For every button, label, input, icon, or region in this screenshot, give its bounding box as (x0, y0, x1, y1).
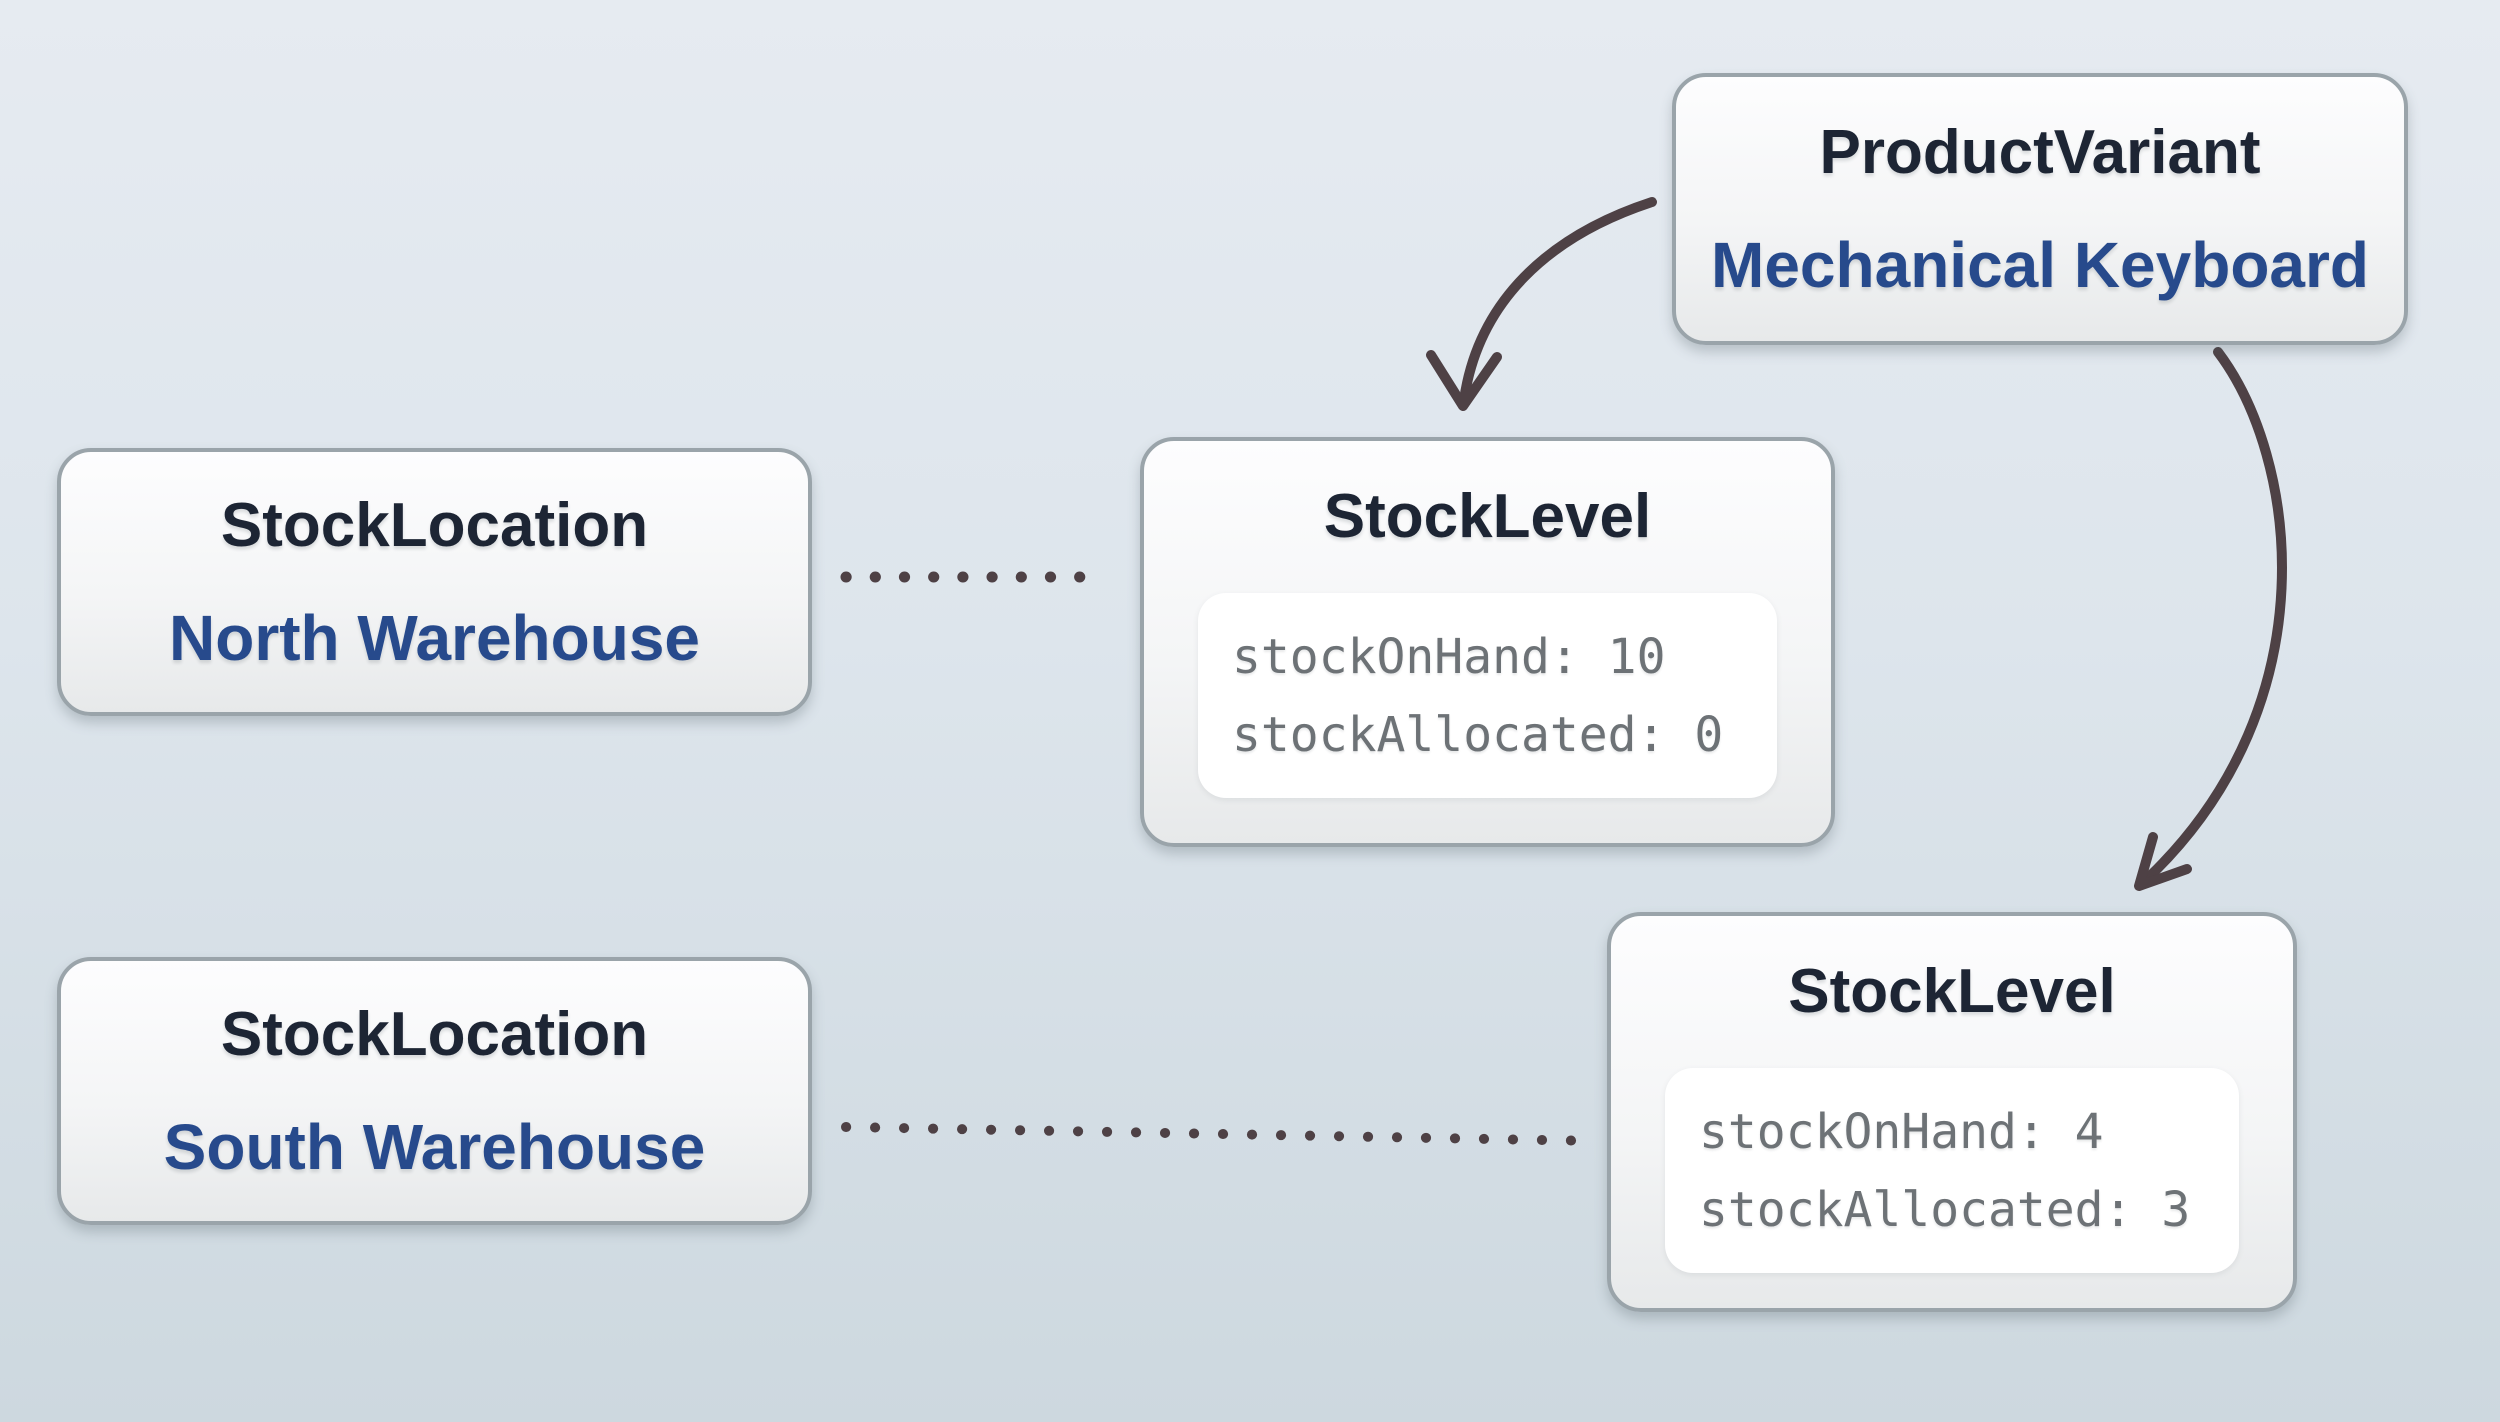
arrow-productvariant-to-stocklevel-north (1459, 197, 1657, 405)
stock-on-hand-line: stockOnHand: 4 (1699, 1103, 2104, 1160)
entity-type-label: StockLocation (220, 1000, 649, 1069)
stock-level-north-node: StockLevel stockOnHand: 10 stockAllocate… (1140, 437, 1835, 847)
stock-allocated-line: stockAllocated: 0 (1232, 706, 1724, 763)
arrowhead-stocklevel-north-icon (1426, 350, 1502, 411)
stock-location-south-node: StockLocation South Warehouse (57, 957, 812, 1225)
entity-type-label: StockLevel (1788, 957, 2116, 1026)
instance-label: South Warehouse (163, 1111, 706, 1183)
stock-fields-panel: stockOnHand: 10 stockAllocated: 0 (1198, 593, 1777, 798)
stock-fields-panel: stockOnHand: 4 stockAllocated: 3 (1665, 1068, 2239, 1273)
stock-on-hand-line: stockOnHand: 10 (1232, 628, 1666, 685)
stock-location-north-node: StockLocation North Warehouse (57, 448, 812, 716)
instance-label: North Warehouse (169, 602, 700, 674)
arrow-productvariant-to-stocklevel-south (2145, 347, 2287, 881)
product-variant-node: ProductVariant Mechanical Keyboard (1672, 73, 2408, 345)
instance-label: Mechanical Keyboard (1711, 229, 2369, 301)
dotted-link-south-location-to-level (841, 1122, 1601, 1146)
stock-level-south-node: StockLevel stockOnHand: 4 stockAllocated… (1607, 912, 2297, 1312)
stock-allocated-line: stockAllocated: 3 (1699, 1181, 2191, 1238)
entity-type-label: ProductVariant (1819, 118, 2261, 187)
entity-type-label: StockLevel (1323, 482, 1652, 551)
entity-type-label: StockLocation (220, 491, 649, 560)
arrowhead-stocklevel-south-icon (2134, 832, 2192, 891)
